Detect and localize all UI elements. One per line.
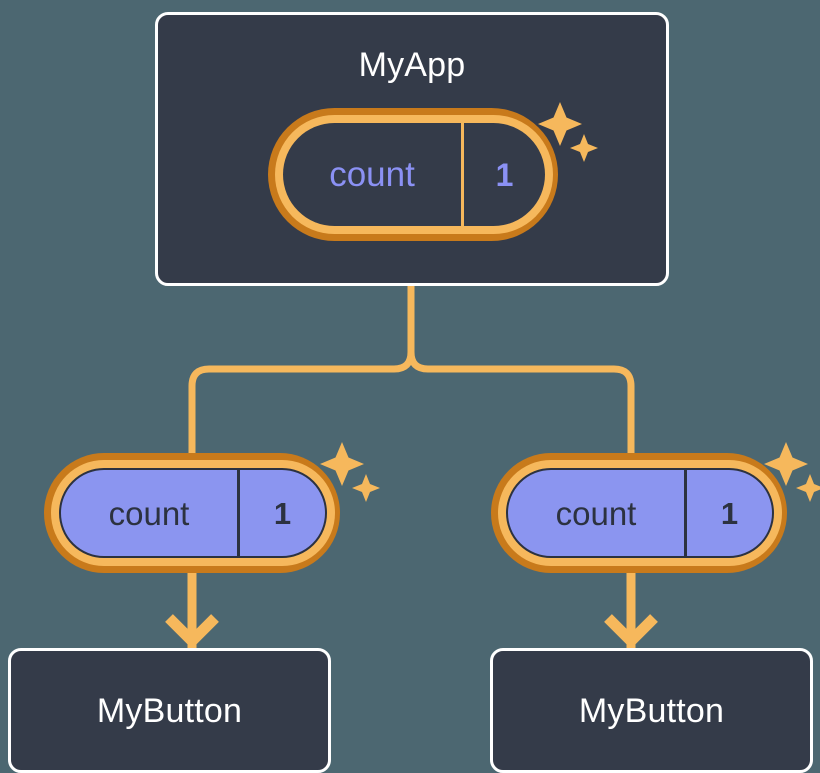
signal-divider bbox=[237, 470, 240, 556]
signal-pill-ring: count 1 bbox=[498, 460, 782, 566]
signal-pill-branch-right[interactable]: count 1 bbox=[491, 453, 787, 573]
signal-name: count bbox=[108, 494, 190, 532]
signal-value: 1 bbox=[495, 156, 514, 193]
signal-pill-root[interactable]: count 1 bbox=[268, 108, 558, 241]
signal-pill-ring: count 1 bbox=[51, 460, 335, 566]
signal-pill-body: count 1 bbox=[59, 468, 327, 558]
component-card-mybutton-left[interactable]: MyButton bbox=[8, 648, 331, 773]
component-card-mybutton-right[interactable]: MyButton bbox=[490, 648, 813, 773]
signal-value: 1 bbox=[273, 495, 292, 531]
component-title-mybutton-right: MyButton bbox=[578, 691, 725, 730]
signal-name: count bbox=[555, 494, 637, 532]
signal-pill-branch-left[interactable]: count 1 bbox=[44, 453, 340, 573]
connector-branch-left bbox=[188, 351, 415, 462]
component-title-mybutton-left: MyButton bbox=[96, 691, 243, 730]
arrow-down-icon-right bbox=[604, 614, 658, 649]
signal-pill-ring: count 1 bbox=[275, 115, 553, 234]
signal-pill-body: count 1 bbox=[506, 468, 774, 558]
signal-name: count bbox=[329, 155, 415, 194]
component-title-myapp: MyApp bbox=[358, 46, 466, 84]
signal-divider bbox=[461, 123, 464, 226]
connector-branch-right bbox=[407, 351, 635, 462]
signal-value: 1 bbox=[720, 495, 739, 531]
signal-divider bbox=[684, 470, 687, 556]
signal-pill-body: count 1 bbox=[283, 123, 545, 226]
arrow-down-icon-left bbox=[165, 614, 219, 649]
